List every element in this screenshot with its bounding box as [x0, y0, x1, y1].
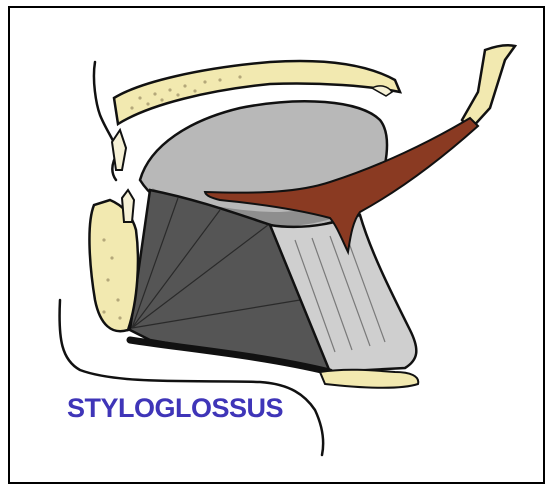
hyoid-bone	[320, 370, 418, 388]
figure-caption: STYLOGLOSSUS	[67, 393, 283, 424]
lower-incisor	[122, 190, 134, 222]
